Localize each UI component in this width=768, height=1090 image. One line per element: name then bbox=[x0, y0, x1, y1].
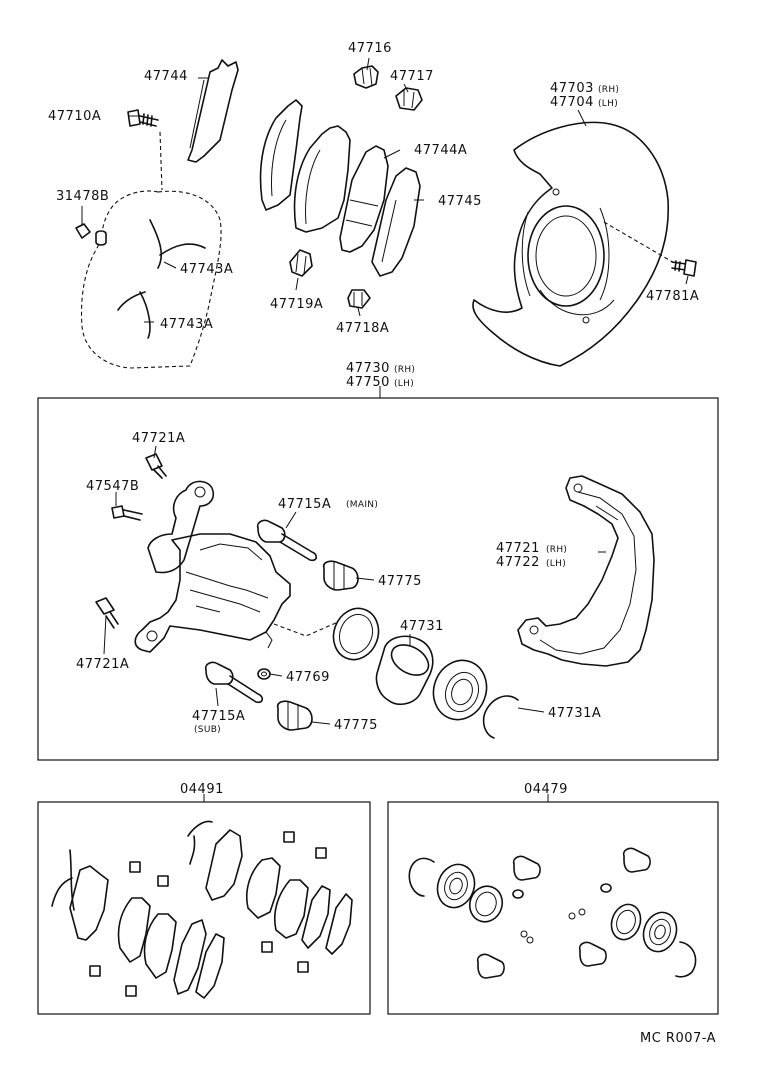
label-47715A-sub: 47715A bbox=[192, 709, 245, 724]
label-47704: 47704 bbox=[550, 95, 594, 110]
label-47703-rh: (RH) bbox=[598, 85, 619, 95]
label-47715A-main: 47715A bbox=[278, 497, 331, 512]
leader-lines-caliper bbox=[103, 445, 606, 725]
bolt-47781A bbox=[671, 259, 697, 277]
label-47775-upper: 47775 bbox=[378, 574, 422, 589]
caliper-body bbox=[134, 480, 291, 653]
boot-47775-upper bbox=[322, 560, 359, 591]
snap-ring-47731A bbox=[482, 695, 519, 739]
shim-47744 bbox=[187, 59, 239, 163]
bolt-47710A bbox=[127, 109, 159, 127]
bolt-47721A-lower bbox=[95, 597, 119, 629]
label-kit-04491: 04491 bbox=[180, 782, 224, 797]
label-47703: 47703 bbox=[550, 81, 594, 96]
label-47719A: 47719A bbox=[270, 297, 323, 312]
clip-47719A bbox=[289, 249, 313, 277]
seal-kit-box bbox=[387, 801, 719, 1015]
label-47743A-lower: 47743A bbox=[160, 317, 213, 332]
slide-pin-sub bbox=[204, 661, 264, 704]
label-47716: 47716 bbox=[348, 41, 392, 56]
label-47745: 47745 bbox=[438, 194, 482, 209]
label-47721: 47721 bbox=[496, 541, 540, 556]
dust-cover-47703 bbox=[472, 121, 670, 367]
label-47718A: 47718A bbox=[336, 321, 389, 336]
label-47717: 47717 bbox=[390, 69, 434, 84]
brake-pad-right bbox=[293, 125, 351, 233]
label-47722-lh: (LH) bbox=[546, 559, 566, 569]
label-47744A: 47744A bbox=[414, 143, 467, 158]
label-main-tag: (MAIN) bbox=[346, 500, 378, 510]
shim-47744A bbox=[339, 145, 389, 253]
cylinder-body-outline bbox=[81, 131, 222, 369]
label-47731A: 47731A bbox=[548, 706, 601, 721]
label-47744: 47744 bbox=[144, 69, 188, 84]
label-47721-rh: (RH) bbox=[546, 545, 567, 555]
label-sub-tag: (SUB) bbox=[194, 725, 221, 735]
label-kit-04479: 04479 bbox=[524, 782, 568, 797]
label-47750: 47750 bbox=[346, 375, 390, 390]
seal-kit-parts bbox=[408, 847, 697, 979]
label-47730-rh: (RH) bbox=[394, 365, 415, 375]
label-47721A-lower: 47721A bbox=[76, 657, 129, 672]
label-47750-lh: (LH) bbox=[394, 379, 414, 389]
label-47547B: 47547B bbox=[86, 479, 139, 494]
brake-pad-left bbox=[259, 99, 303, 211]
label-47721A-upper: 47721A bbox=[132, 431, 185, 446]
label-47775-lower: 47775 bbox=[334, 718, 378, 733]
boot-47775-lower bbox=[276, 700, 313, 731]
bleeder-31478B bbox=[75, 223, 107, 246]
label-47704-lh: (LH) bbox=[598, 99, 618, 109]
piston-seal bbox=[332, 607, 380, 661]
part-labels: 47716 47744 47717 47703 (RH) 47704 (LH) … bbox=[48, 41, 716, 1046]
leader-lines-top bbox=[81, 57, 689, 323]
label-47731: 47731 bbox=[400, 619, 444, 634]
piston-47731 bbox=[375, 635, 434, 706]
pad-kit-box bbox=[37, 801, 371, 1015]
pad-kit-parts bbox=[51, 820, 353, 999]
bushing-47769 bbox=[257, 668, 271, 680]
label-47730: 47730 bbox=[346, 361, 390, 376]
caliper-assembly-box bbox=[37, 397, 719, 761]
caliper-piston-axis bbox=[273, 621, 339, 637]
label-47769: 47769 bbox=[286, 670, 330, 685]
piston-boot bbox=[432, 659, 488, 721]
label-47743A-upper: 47743A bbox=[180, 262, 233, 277]
bolt-47721A-upper bbox=[145, 453, 167, 479]
label-47710A: 47710A bbox=[48, 109, 101, 124]
caliper-mounting-47721 bbox=[517, 475, 655, 667]
bleeder-47547B bbox=[111, 505, 143, 521]
clip-47717 bbox=[395, 87, 423, 111]
dust-cover-dashline bbox=[603, 221, 677, 265]
label-47781A: 47781A bbox=[646, 289, 699, 304]
slide-pin-main bbox=[256, 519, 318, 562]
label-47722: 47722 bbox=[496, 555, 540, 570]
footer-code: MC R007-A bbox=[640, 1031, 716, 1046]
label-31478B: 31478B bbox=[56, 189, 109, 204]
clip-47718A bbox=[347, 289, 371, 309]
shim-47745 bbox=[371, 167, 421, 277]
clip-47716 bbox=[353, 65, 379, 89]
